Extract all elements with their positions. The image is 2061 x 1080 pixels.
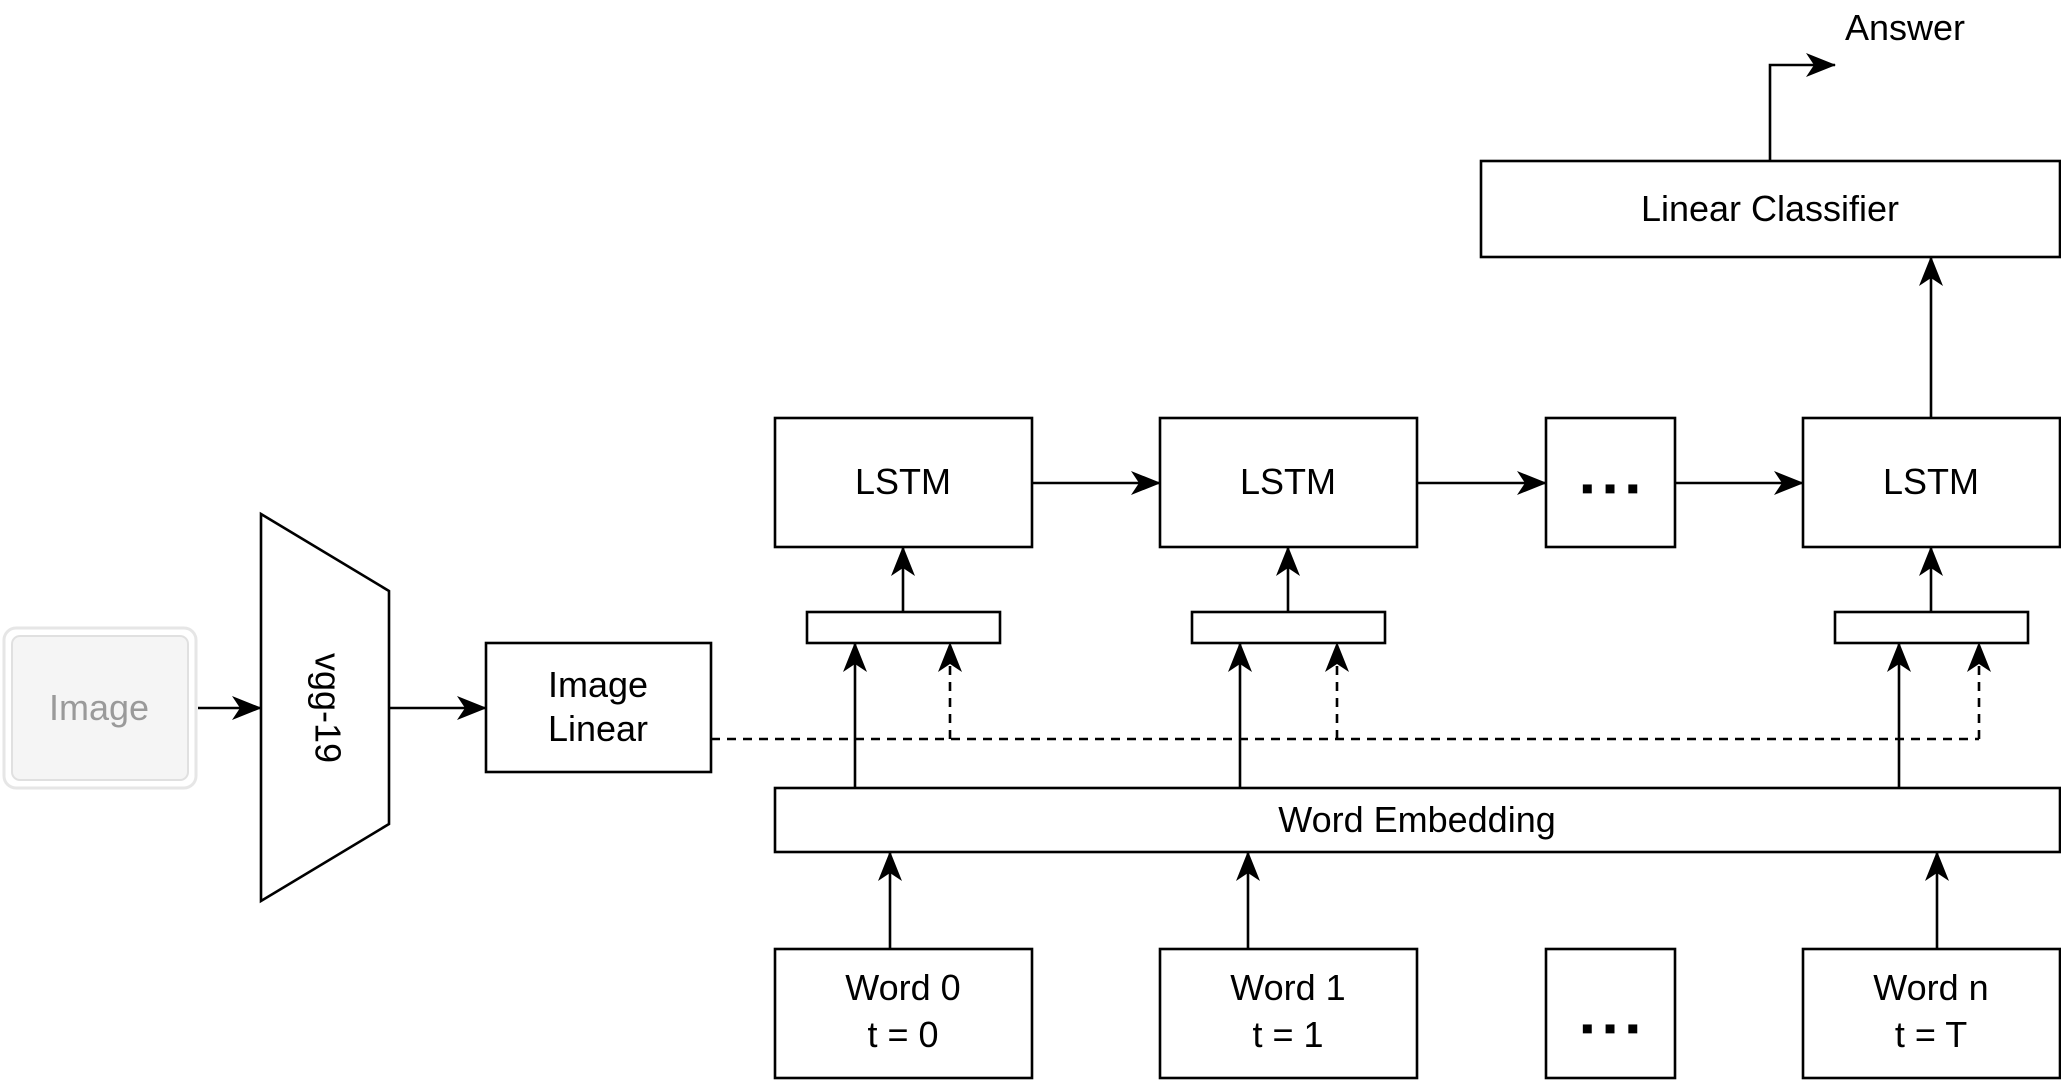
image-linear-label-line2: Linear <box>548 708 648 749</box>
lstm-node: LSTM <box>1158 416 1419 549</box>
concat-bar <box>805 610 1002 645</box>
edge-classifier-to-answer <box>1768 53 1836 161</box>
vgg19-label: vgg-19 <box>307 653 348 763</box>
lstm-ellipsis-node: ▪ ▪ ▪ <box>1544 416 1677 549</box>
image-linear-node: Image Linear <box>484 641 713 774</box>
lstm-label: LSTM <box>1883 461 1979 502</box>
word-time-label: t = 1 <box>1252 1014 1323 1055</box>
concat-bar <box>1190 610 1387 645</box>
lstm-node: LSTM <box>1801 416 2061 549</box>
word-label: Word 1 <box>1230 967 1345 1008</box>
word-ellipsis-symbol: ▪ ▪ ▪ <box>1581 1007 1639 1048</box>
input-image-node: Image <box>2 626 198 790</box>
lstm-label: LSTM <box>855 461 951 502</box>
word-embedding-node: Word Embedding <box>773 786 2061 854</box>
word-time-label: t = T <box>1895 1014 1967 1055</box>
word-label: Word 0 <box>845 967 960 1008</box>
vgg19-encoder-node: vgg-19 <box>259 511 391 904</box>
word-time-label: t = 0 <box>867 1014 938 1055</box>
word-node: Word n t = T <box>1801 947 2061 1080</box>
word-ellipsis-node: ▪ ▪ ▪ <box>1544 947 1677 1080</box>
word-node: Word 1 t = 1 <box>1158 947 1419 1080</box>
linear-classifier-node: Linear Classifier <box>1479 159 2061 259</box>
answer-label: Answer <box>1845 7 1965 48</box>
image-linear-label-line1: Image <box>548 664 648 705</box>
word-label: Word n <box>1873 967 1988 1008</box>
concat-bar <box>1833 610 2030 645</box>
image-feature-dashed-edges <box>711 642 1991 741</box>
word-node: Word 0 t = 0 <box>773 947 1034 1080</box>
input-image-label: Image <box>49 687 149 728</box>
lstm-node: LSTM <box>773 416 1034 549</box>
lstm-ellipsis-symbol: ▪ ▪ ▪ <box>1581 467 1639 508</box>
lstm-label: LSTM <box>1240 461 1336 502</box>
edges <box>198 53 1949 949</box>
word-embedding-label: Word Embedding <box>1278 799 1556 840</box>
linear-classifier-label: Linear Classifier <box>1641 188 1899 229</box>
